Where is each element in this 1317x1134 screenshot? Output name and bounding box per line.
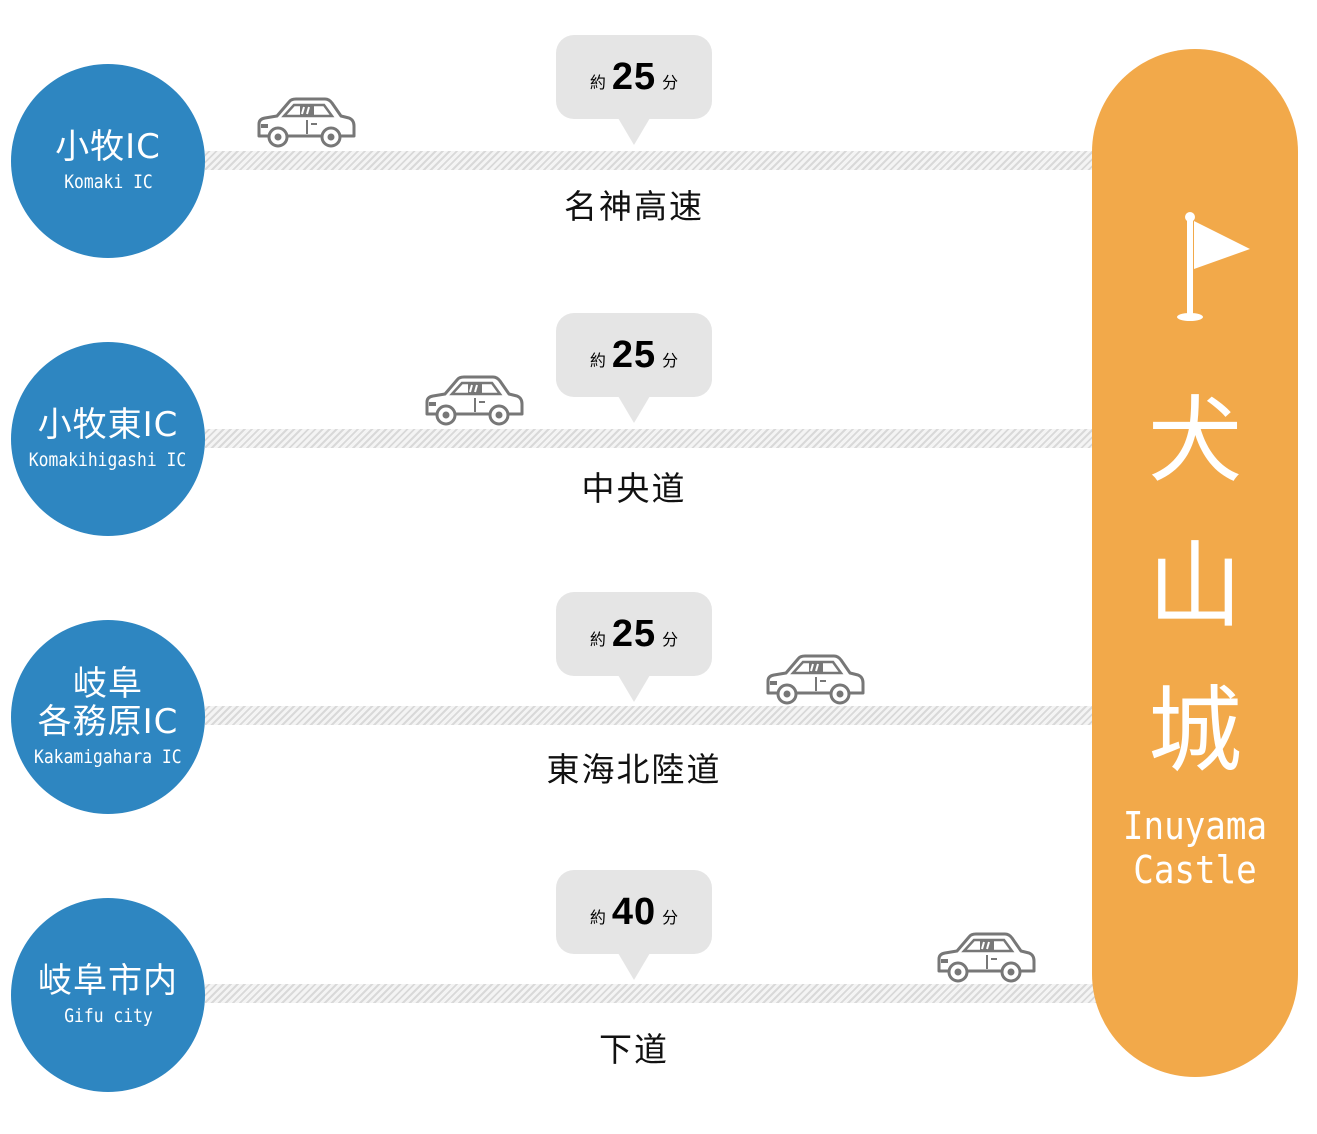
about-label: 約 — [589, 630, 606, 649]
road-name: 下道 — [599, 1030, 669, 1069]
origin-subtitle: Kakamigahara IC — [34, 745, 182, 768]
minutes-unit: 分 — [662, 630, 679, 649]
destination-subtitle: Inuyama Castle — [1122, 804, 1268, 892]
route-gifu-city: 岐阜市内 Gifu city 約 40 分 下道 — [0, 835, 1317, 1115]
travel-time-bubble: 約 25 分 — [556, 313, 712, 423]
travel-time-bubble: 約 25 分 — [556, 35, 712, 145]
travel-minutes: 25 — [611, 612, 657, 655]
origin-circle: 岐阜 各務原IC Kakamigahara IC — [11, 620, 205, 814]
minutes-unit: 分 — [662, 351, 679, 370]
road-line — [205, 984, 1097, 1003]
origin-subtitle: Komakihigashi IC — [29, 448, 187, 471]
travel-time-bubble: 約 40 分 — [556, 870, 712, 980]
car-icon — [937, 932, 1036, 983]
destination-name: 犬 山 城 — [1147, 387, 1242, 786]
destination-panel: 犬 山 城 Inuyama Castle — [1092, 49, 1298, 1077]
origin-circle: 小牧東IC Komakihigashi IC — [11, 342, 205, 536]
travel-time-bubble: 約 25 分 — [556, 592, 712, 702]
about-label: 約 — [589, 73, 606, 92]
car-icon — [425, 375, 524, 426]
route-komakihigashi: 小牧東IC Komakihigashi IC 約 25 分 中央道 — [0, 278, 1317, 558]
about-label: 約 — [589, 351, 606, 370]
road-line — [205, 429, 1097, 448]
road-name: 東海北陸道 — [546, 750, 722, 789]
origin-subtitle: Gifu city — [63, 1004, 153, 1027]
origin-circle: 岐阜市内 Gifu city — [11, 898, 205, 1092]
car-icon — [257, 97, 356, 148]
travel-minutes: 25 — [611, 333, 657, 376]
car-icon — [766, 654, 865, 705]
road-name: 名神高速 — [564, 187, 704, 226]
travel-minutes: 25 — [611, 55, 657, 98]
about-label: 約 — [589, 908, 606, 927]
minutes-unit: 分 — [662, 908, 679, 927]
travel-minutes: 40 — [611, 890, 657, 933]
origin-name: 岐阜 各務原IC — [37, 663, 179, 742]
origin-name: 小牧IC — [55, 126, 161, 167]
origin-circle: 小牧IC Komaki IC — [11, 64, 205, 258]
route-komaki: 小牧IC Komaki IC 約 25 分 名神高速 — [0, 0, 1317, 280]
origin-name: 小牧東IC — [37, 404, 179, 445]
route-kakamigahara: 岐阜 各務原IC Kakamigahara IC 約 25 分 東海北陸道 — [0, 557, 1317, 837]
origin-subtitle: Komaki IC — [63, 170, 153, 193]
road-line — [205, 151, 1097, 170]
flag-icon — [1177, 212, 1250, 321]
road-line — [205, 706, 1097, 725]
origin-name: 岐阜市内 — [38, 960, 178, 1001]
road-name: 中央道 — [581, 469, 687, 508]
minutes-unit: 分 — [662, 73, 679, 92]
